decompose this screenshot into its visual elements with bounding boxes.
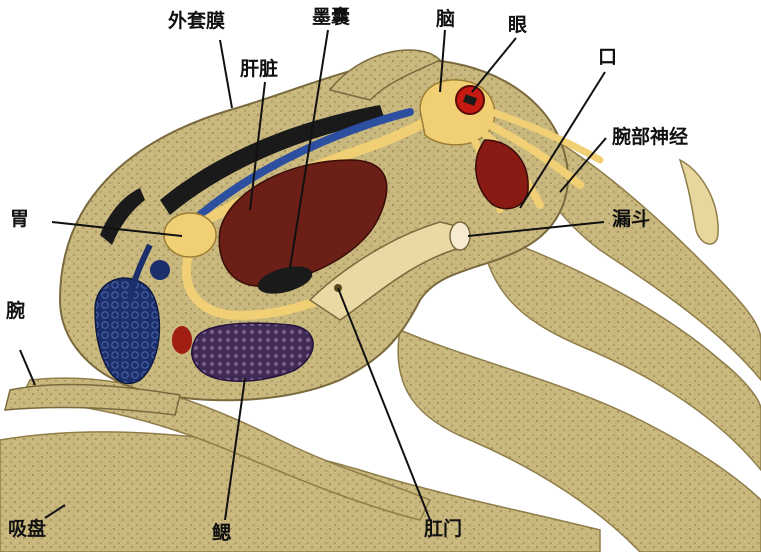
label-funnel: 漏斗 [612,210,650,229]
label-anus: 肛门 [424,520,462,539]
pointer-arm [20,350,35,385]
label-stomach: 胃 [10,210,29,229]
label-arm-nerve: 腕部神经 [612,128,688,147]
label-brain: 脑 [436,10,455,29]
label-eye: 眼 [508,16,527,35]
funnel-opening [450,222,470,250]
label-mantle: 外套膜 [168,12,225,31]
label-arm: 腕 [6,302,25,321]
label-gill: 鳃 [212,524,231,543]
gill-heart [172,326,192,354]
pointer-mantle [220,40,232,108]
label-sucker: 吸盘 [8,520,46,539]
arm-curled-tip [680,160,718,244]
label-liver: 肝脏 [240,60,278,79]
label-ink-sac: 墨囊 [312,8,350,27]
branchial-heart [150,260,170,280]
label-mouth: 口 [598,48,617,67]
